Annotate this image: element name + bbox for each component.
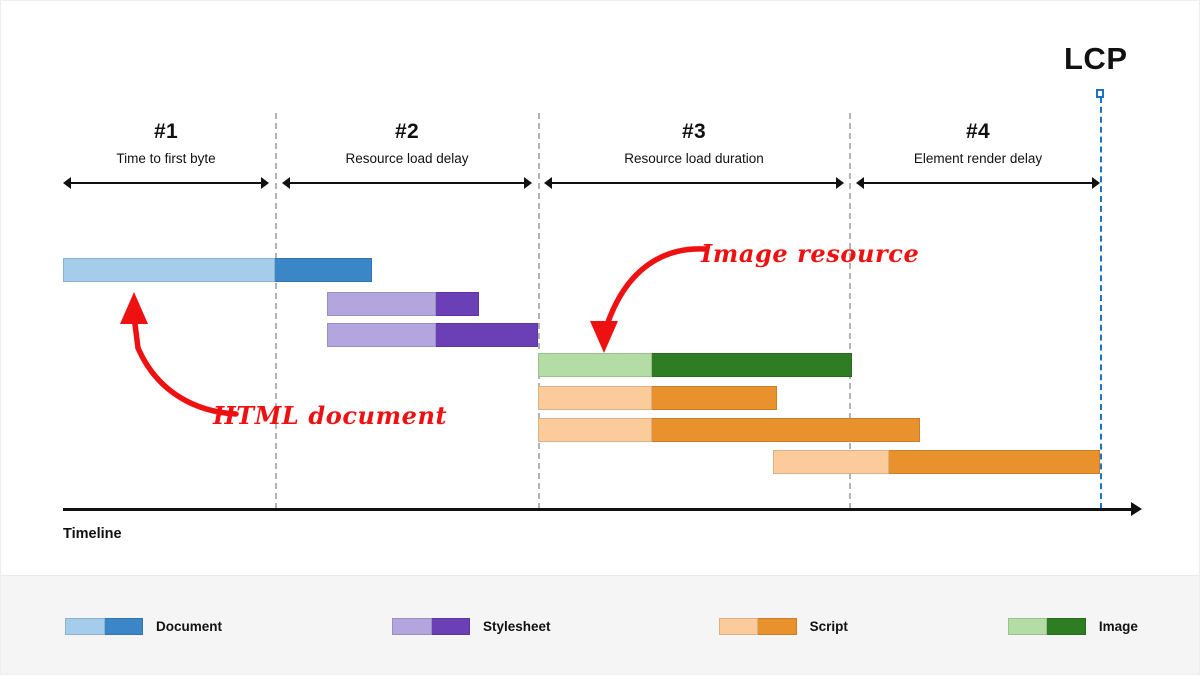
image-bar	[538, 353, 852, 377]
html-document-annotation: HTML document	[213, 401, 448, 430]
timeline-axis-arrow-icon	[1131, 502, 1142, 516]
arrow-right-icon	[261, 177, 269, 189]
image-resource-arrow-icon	[590, 246, 708, 353]
arrow-shaft	[550, 182, 838, 184]
swatch-light	[1007, 618, 1048, 635]
document-bar	[63, 258, 372, 282]
legend-panel: Document Stylesheet Script Image	[1, 575, 1199, 674]
document-bar-wait-segment	[63, 258, 275, 282]
arrow-right-icon	[524, 177, 532, 189]
phase-measure-arrow-4	[856, 177, 1100, 189]
phase-measure-arrow-3	[544, 177, 844, 189]
legend-swatch-image	[1007, 618, 1086, 635]
arrow-shaft	[862, 182, 1094, 184]
legend-swatch-stylesheet	[392, 618, 471, 635]
phase-number: #1	[154, 120, 178, 143]
script-bar-1-download-segment	[652, 386, 777, 410]
stylesheet-bar-1	[327, 292, 479, 316]
arrow-right-icon	[836, 177, 844, 189]
script-bar-2-download-segment	[652, 418, 920, 442]
swatch-light	[65, 618, 105, 635]
legend-label: Image	[1098, 619, 1138, 634]
legend-label: Document	[156, 619, 223, 634]
arrow-right-icon	[1092, 177, 1100, 189]
phase-caption: Resource load delay	[345, 151, 469, 166]
stylesheet-bar-2-wait-segment	[327, 323, 436, 347]
phase-number: #4	[966, 120, 990, 143]
legend-label: Stylesheet	[483, 619, 551, 634]
legend-item-image[interactable]: Image	[1007, 618, 1138, 635]
stylesheet-bar-2-download-segment	[436, 323, 538, 347]
timeline-axis	[63, 508, 1135, 511]
image-bar-wait-segment	[538, 353, 652, 377]
arrow-shaft	[69, 182, 263, 184]
script-bar-1-wait-segment	[538, 386, 652, 410]
image-bar-download-segment	[652, 353, 852, 377]
swatch-dark	[758, 618, 797, 635]
arrow-left-icon	[856, 177, 864, 189]
stylesheet-bar-1-download-segment	[436, 292, 479, 316]
swatch-light	[392, 618, 432, 635]
script-bar-2-wait-segment	[538, 418, 652, 442]
phase-separator-3	[849, 113, 851, 509]
phase-measure-arrow-1	[63, 177, 269, 189]
legend-label: Script	[809, 619, 848, 634]
phase-caption: Resource load duration	[624, 151, 764, 166]
phase-separator-1	[275, 113, 277, 509]
phase-number: #3	[682, 120, 706, 143]
legend-item-stylesheet[interactable]: Stylesheet	[392, 618, 551, 635]
legend-swatch-document	[65, 618, 143, 635]
legend-swatch-script	[718, 618, 797, 635]
legend-item-script[interactable]: Script	[718, 618, 848, 635]
swatch-dark	[104, 618, 143, 635]
stylesheet-bar-1-wait-segment	[327, 292, 436, 316]
script-bar-3	[773, 450, 1100, 474]
swatch-dark	[431, 618, 471, 635]
swatch-dark	[1047, 618, 1086, 635]
script-bar-1	[538, 386, 777, 410]
arrow-left-icon	[282, 177, 290, 189]
script-bar-2	[538, 418, 920, 442]
lcp-label: LCP	[1064, 41, 1128, 76]
phase-caption: Time to first byte	[116, 151, 216, 166]
swatch-light	[718, 618, 759, 635]
script-bar-3-wait-segment	[773, 450, 889, 474]
arrow-left-icon	[63, 177, 71, 189]
phase-number: #2	[395, 120, 419, 143]
phase-separator-2	[538, 113, 540, 509]
phase-caption: Element render delay	[913, 151, 1043, 166]
lcp-dashed-line	[1100, 97, 1102, 509]
legend-items: Document Stylesheet Script Image	[65, 618, 1138, 635]
legend-item-document[interactable]: Document	[65, 618, 222, 635]
script-bar-3-download-segment	[889, 450, 1100, 474]
arrow-left-icon	[544, 177, 552, 189]
image-resource-annotation: Image resource	[701, 239, 920, 268]
document-bar-download-segment	[275, 258, 372, 282]
timeline-axis-label: Timeline	[63, 526, 122, 542]
stylesheet-bar-2	[327, 323, 538, 347]
phase-measure-arrow-2	[282, 177, 532, 189]
arrow-shaft	[288, 182, 526, 184]
